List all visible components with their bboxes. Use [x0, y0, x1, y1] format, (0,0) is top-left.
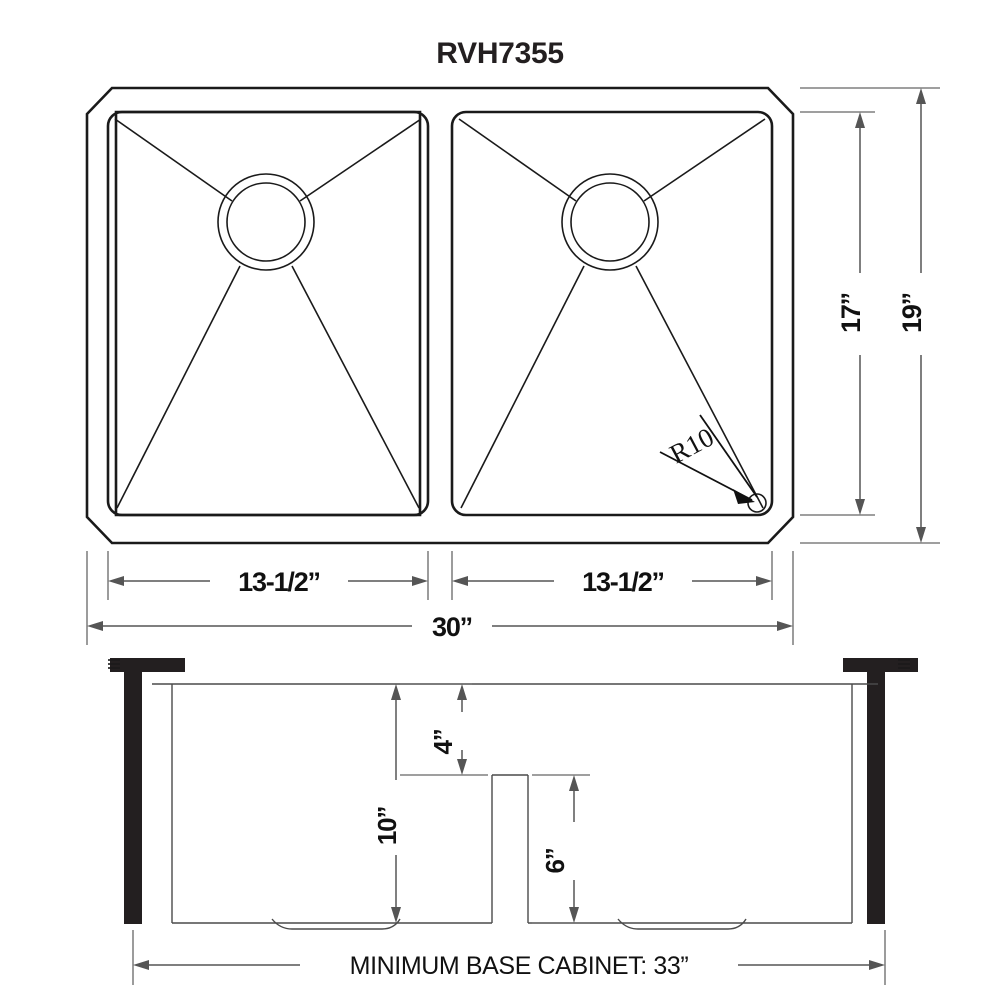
- bowl-left-slope-lines: [114, 118, 422, 509]
- dimension-bowl-depth-10: 10”: [372, 684, 402, 923]
- cabinet-wall-right: [843, 658, 918, 924]
- dimension-label-19: 19”: [897, 293, 927, 333]
- dimension-label-height-6: 6”: [540, 848, 570, 873]
- dimension-label-bowl-right: 13-1/2”: [582, 567, 664, 597]
- dimension-bowl-left-width: 13-1/2”: [107, 551, 429, 600]
- dimension-inner-depth-17: 17”: [800, 111, 875, 516]
- dimension-base-cabinet: MINIMUM BASE CABINET: 33”: [132, 930, 886, 985]
- dimension-bowl-right-width: 13-1/2”: [451, 551, 773, 600]
- bowl-right-slope-lines: [458, 118, 766, 509]
- drawing-title: RVH7355: [436, 37, 563, 70]
- sink-bowl-right: [450, 110, 774, 517]
- dimension-label-overall-width: 30”: [432, 612, 472, 642]
- sink-bowl-left: [106, 110, 430, 517]
- sink-outer-rim: [85, 86, 795, 545]
- drain-left: [217, 173, 315, 271]
- dimension-label-depth-10: 10”: [372, 807, 402, 846]
- dimension-overall-depth-19: 19”: [800, 87, 940, 544]
- cabinet-wall-left: [108, 658, 185, 924]
- dimension-label-base-cabinet: MINIMUM BASE CABINET: 33”: [350, 952, 689, 980]
- drain-right: [561, 173, 659, 271]
- dimension-divider-drop-4: 4”: [400, 683, 488, 776]
- dimension-label-17: 17”: [836, 293, 866, 333]
- radius-callout-r10: R10: [659, 414, 767, 513]
- dimension-divider-height-6: 6”: [532, 774, 590, 924]
- dimension-label-drop-4: 4”: [428, 729, 458, 754]
- dimension-label-bowl-left: 13-1/2”: [238, 567, 320, 597]
- sink-section-profile: [152, 683, 878, 930]
- dimension-overall-width-30: 30”: [86, 551, 794, 645]
